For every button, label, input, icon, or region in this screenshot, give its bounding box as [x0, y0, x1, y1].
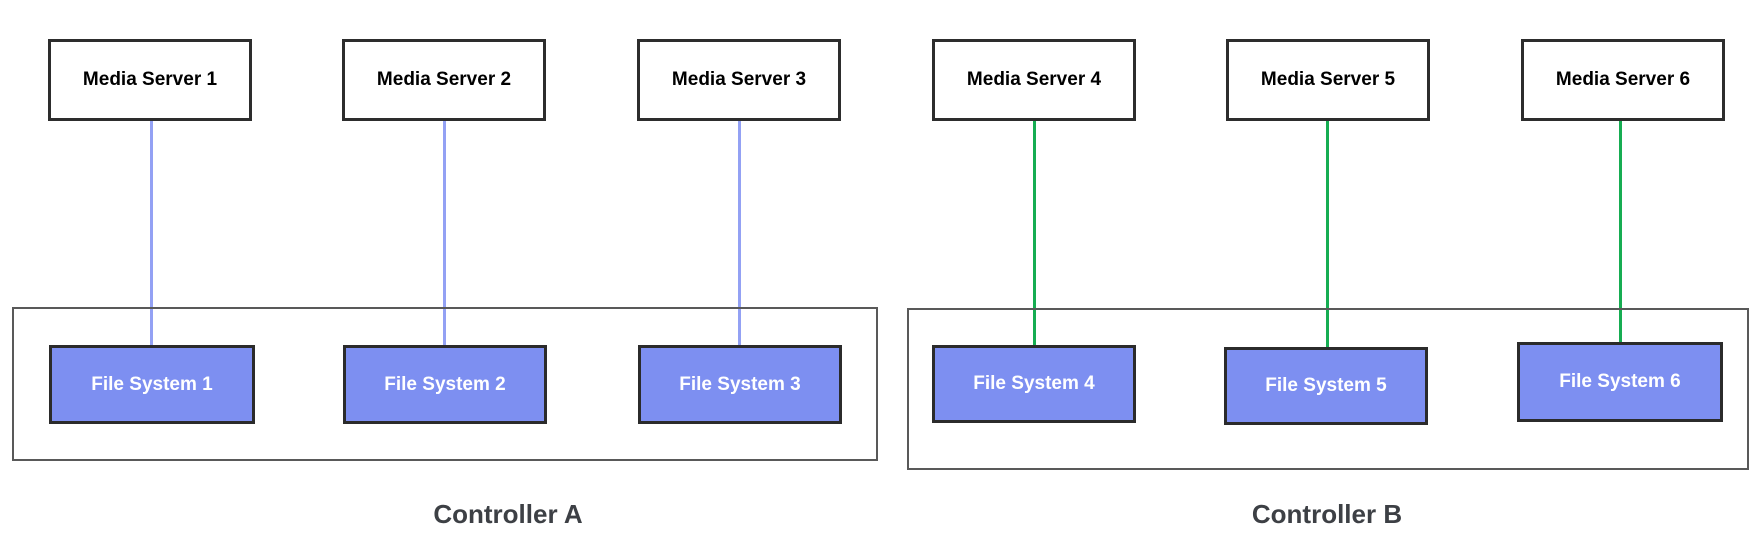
- file-system-4-label: File System 4: [973, 373, 1095, 394]
- controller-a-box: [12, 307, 878, 461]
- controller-b-box: [907, 308, 1749, 470]
- connector-media-server-4-file-system-4: [1033, 119, 1036, 350]
- file-system-3-label: File System 3: [679, 373, 801, 395]
- connector-media-server-5-file-system-5: [1326, 119, 1329, 350]
- file-system-1-label: File System 1: [91, 373, 213, 395]
- file-system-2-node: File System 2: [343, 345, 547, 424]
- file-system-1-node: File System 1: [49, 345, 255, 424]
- media-server-4-label: Media Server 4: [966, 69, 1102, 90]
- media-server-4-node: Media Server 4: [932, 39, 1136, 121]
- connector-media-server-2-file-system-2: [443, 119, 446, 350]
- media-server-1-node: Media Server 1: [48, 39, 252, 121]
- file-system-5-label: File System 5: [1265, 375, 1387, 396]
- file-system-4-node: File System 4: [932, 345, 1136, 423]
- connector-media-server-1-file-system-1: [150, 119, 153, 350]
- media-server-5-node: Media Server 5: [1226, 39, 1430, 121]
- file-system-5-node: File System 5: [1224, 347, 1428, 425]
- media-server-2-label: Media Server 2: [376, 69, 512, 90]
- file-system-6-node: File System 6: [1517, 342, 1723, 422]
- media-server-6-label: Media Server 6: [1555, 69, 1691, 90]
- file-system-2-label: File System 2: [384, 373, 506, 395]
- controller-a-label: Controller A: [433, 499, 583, 529]
- file-system-3-node: File System 3: [638, 345, 842, 424]
- connector-media-server-3-file-system-3: [738, 119, 741, 350]
- controller-b-label: Controller B: [1251, 499, 1403, 529]
- media-server-3-label: Media Server 3: [671, 69, 807, 90]
- media-server-6-node: Media Server 6: [1521, 39, 1725, 121]
- media-server-3-node: Media Server 3: [637, 39, 841, 121]
- connector-media-server-6-file-system-6: [1619, 119, 1622, 350]
- media-server-2-node: Media Server 2: [342, 39, 546, 121]
- media-server-1-label: Media Server 1: [82, 69, 218, 90]
- media-server-5-label: Media Server 5: [1260, 69, 1396, 90]
- file-system-6-label: File System 6: [1559, 371, 1681, 392]
